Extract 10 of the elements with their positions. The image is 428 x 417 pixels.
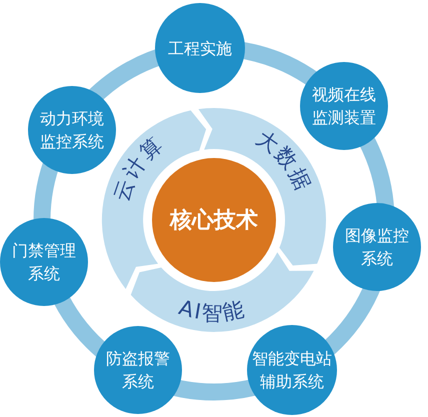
circle-label: 图像监控系统 — [344, 225, 410, 270]
segment-label: 云计算 — [109, 132, 168, 204]
circle-label: 防盗报警系统 — [105, 348, 171, 393]
circle-label: 动力环境监控系统 — [39, 108, 105, 153]
circle-label: 工程实施 — [167, 38, 233, 60]
cycle-arrow-segment — [130, 252, 314, 332]
segment-label: AI智能 — [176, 295, 248, 326]
circle-label: 智能变电站辅助系统 — [251, 348, 333, 393]
circle-label: 门禁管理系统 — [11, 240, 77, 285]
circle-label: 核心技术 — [170, 206, 258, 235]
